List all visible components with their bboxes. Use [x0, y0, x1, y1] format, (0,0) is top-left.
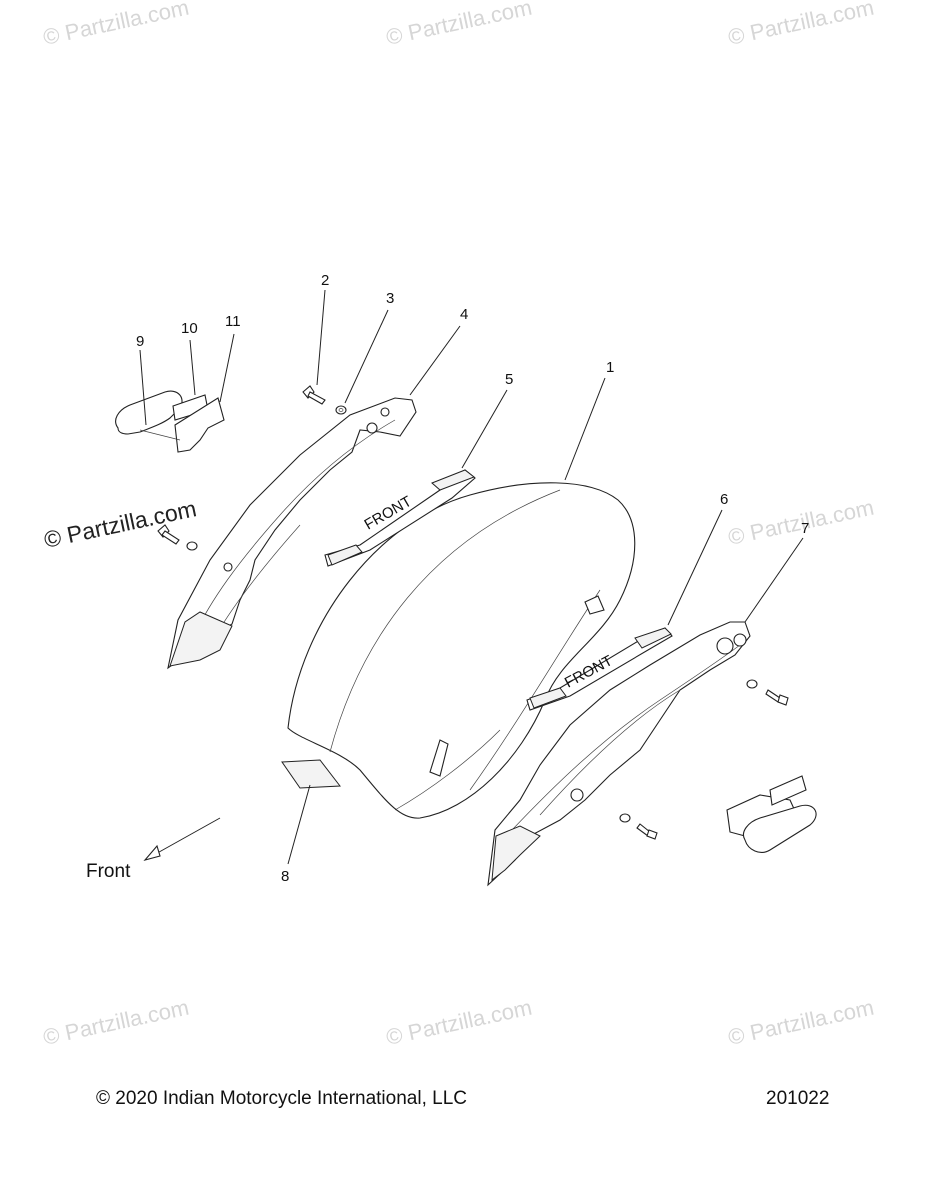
watermark-bottom-left: © Partzilla.com	[41, 995, 191, 1050]
callout-9: 9	[136, 333, 144, 350]
watermark-bottom-center: © Partzilla.com	[384, 995, 534, 1050]
watermark-top-right: © Partzilla.com	[726, 0, 876, 50]
front-arrow-icon	[143, 844, 161, 861]
bolt-right-lower	[619, 813, 658, 840]
callout-4: 4	[460, 306, 468, 323]
bolt-lower-left	[157, 524, 198, 551]
callout-8: 8	[281, 868, 289, 885]
reflector-assembly-right	[726, 775, 817, 853]
callout-numbers: 1 2 3 4 5 6 7 8 9 10 11	[136, 272, 809, 885]
left-rail-cover-part-4	[167, 397, 417, 670]
leader-lines	[139, 289, 804, 865]
watermark-mid-left: © Partzilla.com	[42, 495, 199, 553]
callout-10: 10	[181, 320, 198, 337]
watermark-top-center: © Partzilla.com	[384, 0, 534, 50]
reflector-part-9	[115, 390, 183, 435]
front-direction-indicator: Front	[86, 817, 221, 882]
bracket-part-11	[174, 397, 225, 453]
front-arrow-shaft	[151, 817, 221, 857]
callout-7: 7	[801, 520, 809, 537]
bolt-part-2	[302, 385, 326, 405]
watermark-top-left: © Partzilla.com	[41, 0, 191, 50]
bolt-right-upper	[746, 679, 789, 706]
callout-1: 1	[606, 359, 614, 376]
callout-6: 6	[720, 491, 728, 508]
pad-part-8	[281, 759, 341, 789]
reflector-assembly-left	[115, 390, 225, 453]
callout-11: 11	[225, 313, 241, 330]
washer-part-3	[335, 405, 347, 415]
front-label: Front	[86, 861, 131, 882]
copyright-text: © 2020 Indian Motorcycle International, …	[96, 1088, 467, 1109]
callout-2: 2	[321, 272, 329, 289]
diagram-number: 201022	[766, 1088, 830, 1109]
callout-3: 3	[386, 290, 394, 307]
watermark-bottom-right: © Partzilla.com	[726, 995, 876, 1050]
callout-5: 5	[505, 371, 513, 388]
right-rail-cover-part-7	[487, 621, 751, 887]
